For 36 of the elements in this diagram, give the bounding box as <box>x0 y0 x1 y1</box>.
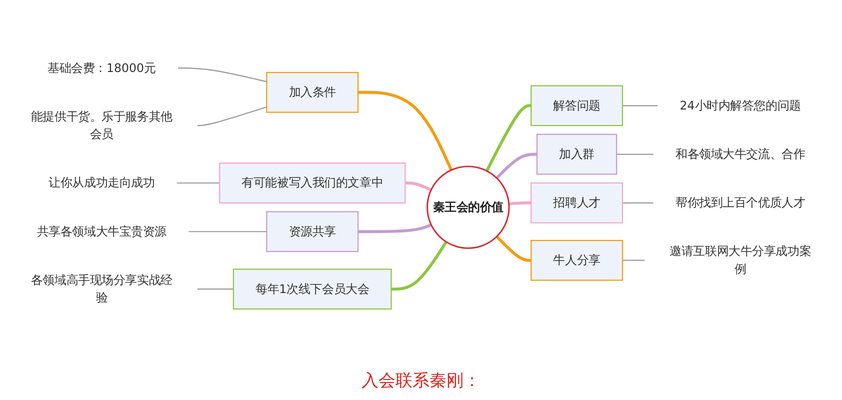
node-box: 牛人分享 <box>530 239 624 280</box>
connector <box>358 90 453 170</box>
connector <box>496 235 532 262</box>
connector <box>176 182 220 184</box>
node-box: 加入条件 <box>266 71 359 112</box>
caption: 入会联系秦刚： <box>362 370 480 393</box>
connector <box>508 200 532 205</box>
node-text: 帮你找到上百个优质人才 <box>676 195 806 210</box>
connector <box>405 181 432 191</box>
node-text: 邀请互联网大牛分享成功案例 <box>670 244 812 276</box>
connector <box>485 104 532 172</box>
node-circle: 秦王会的价值 <box>426 165 510 248</box>
connector <box>496 152 538 179</box>
node-box: 有可能被写入我们的文章中 <box>218 162 406 203</box>
node-box: 每年1次线下会员大会 <box>232 268 392 310</box>
node-text: 和各领域大牛交流、合作 <box>676 146 806 160</box>
node-text: 24小时内解答您的问题 <box>680 98 801 112</box>
node-text: 让你从成功走向成功 <box>48 175 155 190</box>
connector <box>358 222 432 233</box>
node-box: 加入群 <box>536 133 618 174</box>
connector <box>616 153 654 154</box>
connector <box>622 259 645 260</box>
node-box: 解答问题 <box>530 84 624 126</box>
connector <box>197 288 234 290</box>
connector <box>391 240 448 290</box>
node-text: 基础会费：18000元 <box>48 60 156 74</box>
node-box: 资源共享 <box>266 210 359 252</box>
connector <box>188 230 267 232</box>
connector <box>622 104 658 106</box>
node-text: 各领域高手现场分享实战经验 <box>30 272 172 304</box>
node-text: 能提供干货。乐于服务其他会员 <box>30 108 172 141</box>
connector <box>197 106 267 126</box>
node-text: 共享各领域大牛宝贵资源 <box>36 224 166 238</box>
connector <box>178 67 267 82</box>
connector <box>622 202 654 203</box>
node-box: 招聘人才 <box>530 182 624 223</box>
